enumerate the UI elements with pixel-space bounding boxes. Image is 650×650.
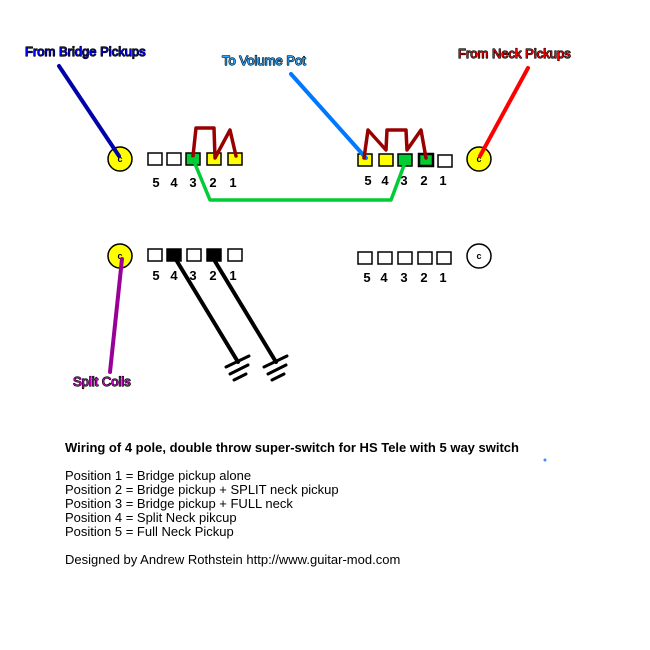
position-line-5: Position 5 = Full Neck Pickup	[65, 524, 234, 539]
pole-d-terminal-1	[436, 251, 452, 265]
pole-d-number-5: 5	[363, 270, 370, 285]
pole-a-common-lug	[107, 146, 133, 172]
pole-a-number-1: 1	[229, 175, 236, 190]
pole-c-terminal-5	[147, 248, 163, 262]
position-line-4: Position 4 = Split Neck pikcup	[65, 510, 237, 525]
pole-a-number-2: 2	[209, 175, 216, 190]
pole-c-common-mark: c	[117, 251, 122, 261]
designer-credit: Designed by Andrew Rothstein http://www.…	[65, 552, 401, 567]
ground-wire-2	[211, 256, 278, 364]
label-to-volume-pot: To Volume Pot	[222, 53, 306, 68]
pole-d-terminal-3	[397, 251, 413, 265]
pole-c-terminal-4	[166, 248, 182, 262]
pole-b-terminal-4	[378, 153, 394, 167]
pole-a-number-3: 3	[189, 175, 196, 190]
pole-c-number-1: 1	[229, 268, 236, 283]
pole-c-number-3: 3	[189, 268, 196, 283]
volume-pot-wire	[289, 72, 368, 160]
pole-b-number-3: 3	[400, 173, 407, 188]
ground-symbol-icon	[224, 354, 251, 382]
pole-d-common-mark: c	[476, 251, 481, 261]
pole-c-terminal-3	[186, 248, 202, 262]
stray-dot	[543, 458, 547, 462]
neck-pickup-wire	[478, 66, 530, 158]
pole-d-common-lug	[466, 243, 492, 269]
pole-d-number-3: 3	[400, 270, 407, 285]
pole-a-common-mark: c	[117, 154, 122, 164]
ground-wire-1	[173, 256, 240, 364]
label-from-neck-pickups: From Neck Pickups	[458, 46, 571, 61]
pole-b-number-4: 4	[381, 173, 389, 188]
pole-c-number-2: 2	[209, 268, 216, 283]
label-split-coils: Split Coils	[73, 374, 131, 389]
green-bus-wire	[191, 157, 408, 202]
pole-a-terminal-4	[166, 152, 182, 166]
label-from-bridge-pickups: From Bridge Pickups	[25, 44, 146, 59]
pole-b-common-mark: c	[476, 154, 481, 164]
pole-b-number-2: 2	[420, 173, 427, 188]
pole-c-number-4: 4	[170, 268, 178, 283]
split-coil-wire	[108, 257, 124, 374]
pole-c-terminal-1	[227, 248, 243, 262]
pole-a-number-5: 5	[152, 175, 159, 190]
pole-c: c 5 4 3 2 1	[107, 243, 243, 283]
pole-b-number-1: 1	[439, 173, 446, 188]
pole-a-number-4: 4	[170, 175, 178, 190]
description-block: Wiring of 4 pole, double throw super-swi…	[65, 441, 625, 567]
pole-d-number-2: 2	[420, 270, 427, 285]
pole-c-number-5: 5	[152, 268, 159, 283]
pole-d-number-1: 1	[439, 270, 446, 285]
jumper-wire-left	[191, 126, 238, 160]
position-line-3: Position 3 = Bridge pickup + FULL neck	[65, 496, 293, 511]
position-line-1: Position 1 = Bridge pickup alone	[65, 468, 252, 483]
pole-a-terminal-5	[147, 152, 163, 166]
pole-d-number-4: 4	[380, 270, 388, 285]
pole-d-terminal-2	[417, 251, 433, 265]
bridge-pickup-wire	[57, 64, 121, 158]
pole-b-number-5: 5	[364, 173, 371, 188]
pole-b-terminal-1	[437, 154, 453, 168]
description-title: Wiring of 4 pole, double throw super-swi…	[65, 440, 519, 455]
pole-d-terminal-5	[357, 251, 373, 265]
ground-symbol-icon	[262, 354, 289, 382]
pole-d: c 5 4 3 2 1	[357, 243, 492, 285]
pole-a: c 5 4 3 2 1	[107, 146, 243, 190]
jumper-wire-right	[362, 128, 428, 160]
pole-d-terminal-4	[377, 251, 393, 265]
position-line-2: Position 2 = Bridge pickup + SPLIT neck …	[65, 482, 339, 497]
pole-b-common-lug	[466, 146, 492, 172]
